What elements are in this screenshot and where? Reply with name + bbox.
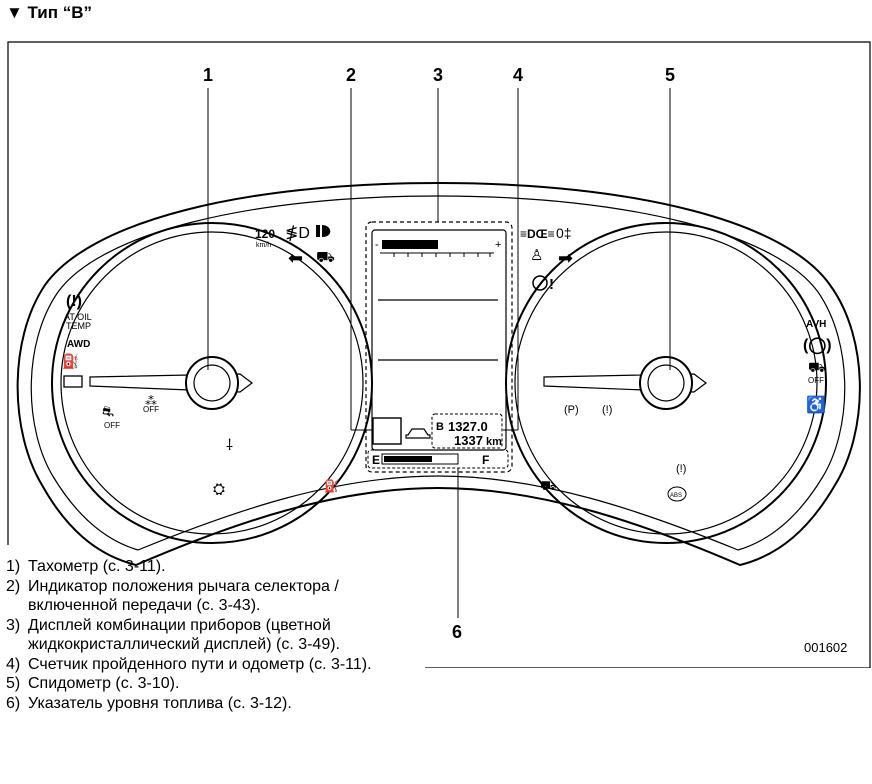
callout-leaders	[207, 88, 671, 618]
caption-item: 6) Указатель уровня топлива (с. 3-12).	[6, 694, 426, 714]
gear-indicator-box	[372, 417, 402, 445]
caption-text: Спидометр (с. 3-10).	[28, 675, 180, 692]
caption-number: 6)	[6, 694, 21, 712]
caption-number: 4)	[6, 655, 21, 673]
caption-number: 5)	[6, 675, 21, 692]
front-fog-icon: ≸D	[285, 225, 310, 242]
vdc-off-icon: ⛟	[808, 359, 826, 375]
speedometer-dial	[505, 222, 827, 544]
svg-text:ABS: ABS	[670, 493, 682, 499]
tire-pressure-icon: (!)	[66, 293, 82, 310]
steering-warning-icon: !	[532, 275, 554, 293]
caption-number: 2)	[6, 577, 21, 595]
battery-icon	[63, 375, 83, 388]
callout-1: 1	[203, 65, 213, 85]
caption-number: 3)	[6, 616, 21, 634]
callout-3: 3	[433, 65, 443, 85]
check-engine-icon: ⛭	[213, 481, 225, 498]
cluster-inner-shell	[30, 195, 846, 551]
odometer-value: 1337	[454, 433, 483, 448]
center-display: - +	[365, 221, 513, 473]
svg-text:+: +	[495, 239, 501, 251]
cluster-outer-shell	[16, 181, 861, 567]
instrument-cluster-diagram: - + E F B 1327.0 1337 km 120 km/h ≸D ⬅ ⛟…	[7, 41, 871, 668]
caption-item: 2) Индикатор положения рычага селектора /…	[6, 577, 426, 616]
figure-frame	[7, 41, 871, 668]
awd-label: AWD	[67, 339, 90, 350]
vdc-off-label: OFF	[808, 376, 824, 385]
position-light-icon: ≡DŒ≡	[520, 227, 555, 241]
fuel-pump-icon: ⛽	[324, 479, 339, 493]
parking-brake-icon: (P)	[564, 404, 579, 416]
caption-item: 5) Спидометр (с. 3-10).	[6, 674, 426, 694]
lane-keep-off-label: OFF	[104, 421, 120, 430]
caption-number: 1)	[6, 558, 21, 575]
caption-text: Счетчик пройденного пути и одометр (с. 3…	[28, 655, 372, 673]
speed-limit-value: 120	[255, 227, 275, 241]
fuel-empty-label: E	[372, 453, 380, 467]
speed-limit-unit: km/h	[256, 242, 271, 249]
abs-icon: ABS	[667, 486, 687, 502]
caption-item: 1) Тахометр (с. 3-11).	[6, 557, 426, 577]
trip-letter: B	[436, 421, 444, 433]
rear-fog-icon: 0‡	[556, 225, 572, 241]
callout-2: 2	[346, 65, 356, 85]
airbag-icon: ♿	[806, 395, 826, 414]
brake-warning-icon: (!)	[602, 404, 612, 416]
caption-item: 3) Дисплей комбинации приборов (цветной ж…	[6, 616, 426, 655]
caption-item: 4) Счетчик пройденного пути и одометр (с.…	[6, 655, 426, 675]
figure-code: 001602	[804, 640, 847, 655]
brake-hold-icon: (◯)	[803, 337, 832, 355]
coolant-temp-icon: ⸸	[226, 437, 233, 454]
tachometer-dial	[51, 222, 373, 544]
oil-pressure-icon: ⛽	[62, 353, 79, 370]
eyesight-off-label: OFF	[143, 405, 159, 414]
callout-4: 4	[513, 65, 523, 85]
left-turn-arrow: ⬅	[288, 248, 303, 268]
seatbelt-icon: ♙	[530, 247, 543, 264]
car-icon	[405, 428, 431, 439]
at-oil-temp-label-2: TEMP	[66, 321, 91, 331]
fuel-box	[367, 449, 509, 469]
trip-value: 1327.0	[448, 419, 488, 434]
caption-list: 1) Тахометр (с. 3-11). 2) Индикатор положе…	[6, 557, 426, 713]
odometer-box	[431, 413, 503, 449]
security-icon: ⛟	[540, 478, 556, 493]
odometer-unit: km	[486, 436, 502, 448]
brake-system-icon: (!)	[676, 463, 686, 475]
callout-6: 6	[452, 622, 462, 642]
at-oil-temp-label-1: AT OIL	[64, 312, 92, 322]
svg-text:-: -	[375, 239, 379, 251]
eyesight-off-icon: ⁂	[145, 394, 157, 408]
callout-5: 5	[665, 65, 675, 85]
page-heading: ▼ Тип “B”	[6, 3, 93, 22]
avh-label: AVH	[806, 319, 826, 330]
caption-text: Указатель уровня топлива (с. 3-12).	[28, 694, 292, 712]
lane-keep-off-icon: ⛐	[102, 403, 114, 419]
fuel-full-label: F	[482, 453, 489, 467]
caption-text: Тахометр (с. 3-11).	[28, 558, 166, 575]
right-turn-arrow: ➡	[558, 248, 573, 268]
svg-text:!: !	[549, 276, 554, 293]
traction-control-icon: ⛟	[316, 249, 335, 266]
caption-text: Дисплей комбинации приборов (цветной жид…	[28, 616, 340, 654]
high-beam-icon	[316, 225, 331, 237]
caption-text: Индикатор положения рычага селектора / в…	[28, 577, 339, 615]
